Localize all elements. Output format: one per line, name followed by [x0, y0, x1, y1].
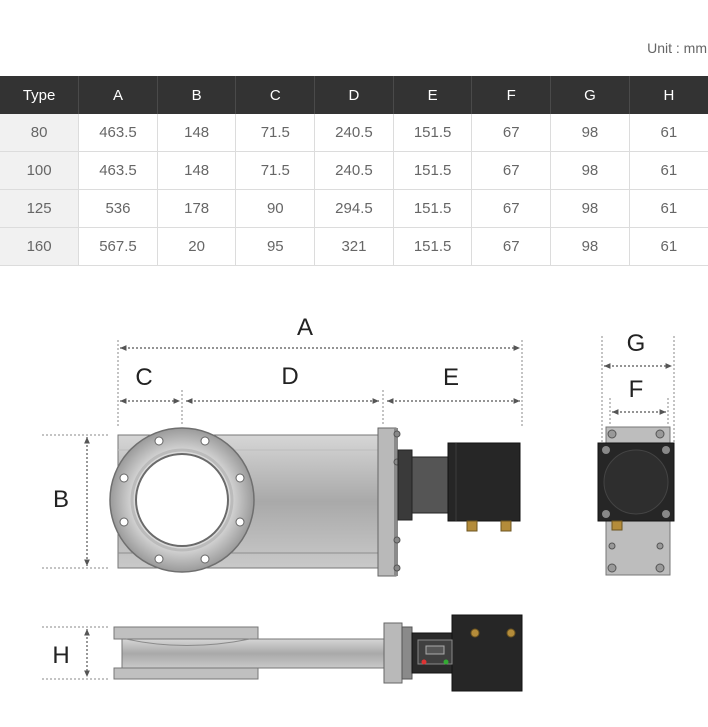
table-row: 80 463.5 148 71.5 240.5 151.5 67 98 61 [0, 114, 708, 152]
unit-label: Unit : mm [647, 40, 707, 56]
front-view [109, 427, 521, 577]
table-cell: 71.5 [235, 151, 315, 190]
header-g: G [550, 76, 630, 114]
table-cell: 67 [471, 151, 551, 190]
table-cell: 151.5 [392, 189, 472, 228]
table-cell: 61 [628, 189, 708, 228]
extension-lines [42, 336, 675, 680]
header-type: Type [0, 76, 79, 114]
header-e: E [392, 76, 472, 114]
table-cell: 98 [550, 189, 630, 228]
table-cell: 240.5 [314, 151, 394, 190]
table-cell: 98 [550, 151, 630, 190]
dim-label-h: H [52, 642, 69, 669]
dim-label-a: A [297, 314, 313, 341]
header-h: H [628, 76, 708, 114]
dim-label-d: D [281, 363, 298, 390]
table-cell: 61 [628, 114, 708, 152]
table-cell: 98 [550, 114, 630, 152]
gate-valve-drawing: A C D E B H G F [42, 314, 675, 692]
header-d: D [314, 76, 394, 114]
header-b: B [156, 76, 236, 114]
table-cell: 67 [471, 227, 551, 266]
table-cell: 463.5 [78, 151, 158, 190]
table-cell: 98 [550, 227, 630, 266]
table-cell: 20 [156, 227, 236, 266]
table-cell: 90 [235, 189, 315, 228]
table-cell: 80 [0, 114, 79, 152]
header-a: A [78, 76, 158, 114]
table-cell: 240.5 [314, 114, 394, 152]
table-cell: 67 [471, 189, 551, 228]
table-cell: 151.5 [392, 114, 472, 152]
table-cell: 95 [235, 227, 315, 266]
table-cell: 536 [78, 189, 158, 228]
table-header-row: Type A B C D E F G H [0, 76, 708, 114]
table-cell: 321 [314, 227, 394, 266]
header-f: F [471, 76, 551, 114]
header-c: C [235, 76, 315, 114]
table-cell: 178 [156, 189, 236, 228]
table-row: 125 536 178 90 294.5 151.5 67 98 61 [0, 189, 708, 228]
table-cell: 148 [156, 114, 236, 152]
dim-label-b: B [53, 486, 69, 513]
dim-label-f: F [629, 376, 644, 403]
dimension-arrows [84, 345, 672, 677]
table-cell: 71.5 [235, 114, 315, 152]
table-cell: 148 [156, 151, 236, 190]
table-cell: 567.5 [78, 227, 158, 266]
bottom-view [113, 614, 523, 692]
table-cell: 160 [0, 227, 79, 266]
table-row: 100 463.5 148 71.5 240.5 151.5 67 98 61 [0, 151, 708, 190]
table-cell: 67 [471, 114, 551, 152]
table-cell: 463.5 [78, 114, 158, 152]
side-view [597, 426, 675, 576]
table-cell: 61 [628, 227, 708, 266]
table-cell: 125 [0, 189, 79, 228]
table-row: 160 567.5 20 95 321 151.5 67 98 61 [0, 227, 708, 266]
table-cell: 61 [628, 151, 708, 190]
table-cell: 100 [0, 151, 79, 190]
dimension-table: Type A B C D E F G H 80 463.5 148 71.5 2… [0, 76, 708, 266]
dim-label-c: C [135, 364, 152, 391]
table-cell: 294.5 [314, 189, 394, 228]
dim-label-g: G [627, 330, 646, 357]
table-cell: 151.5 [392, 227, 472, 266]
dim-label-e: E [443, 364, 459, 391]
table-cell: 151.5 [392, 151, 472, 190]
